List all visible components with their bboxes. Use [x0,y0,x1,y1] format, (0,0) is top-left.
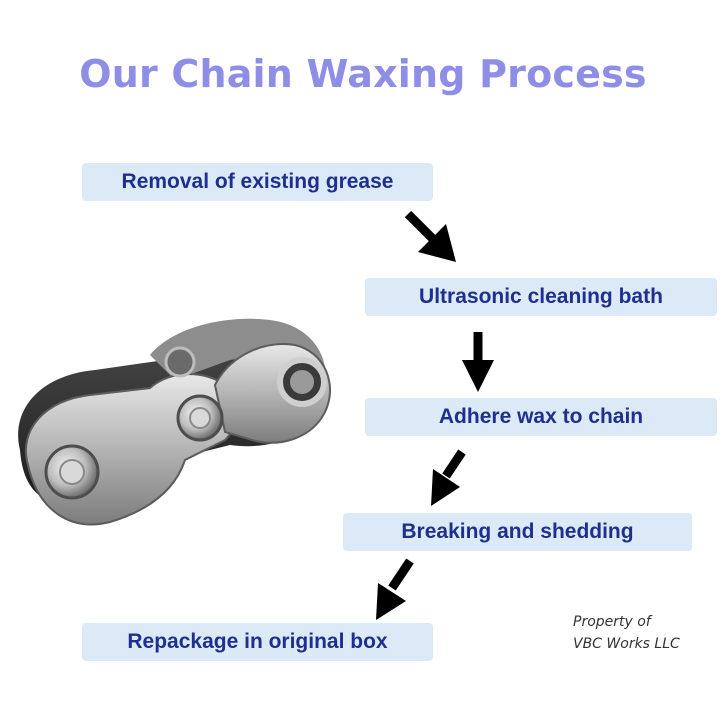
step-removal-of-grease: Removal of existing grease [82,163,433,201]
step-label: Breaking and shedding [401,520,634,543]
credit-line-2: VBC Works LLC [573,636,680,652]
bicycle-chain-link-illustration [18,318,331,526]
step-repackage: Repackage in original box [82,623,433,661]
credit-line-1: Property of [573,614,651,630]
step-label: Removal of existing grease [121,170,394,193]
arrow-4-down-arrow-icon [376,558,414,620]
step-breaking-shedding: Breaking and shedding [343,513,692,551]
ownership-credit: Property of VBC Works LLC [573,611,680,655]
diagram-title: Our Chain Waxing Process [79,52,647,96]
arrow-1-down-arrow-icon [404,210,456,262]
arrow-3-down-arrow-icon [431,449,466,506]
step-label: Repackage in original box [127,630,388,653]
step-label: Adhere wax to chain [438,405,644,428]
arrow-2-down-arrow-icon [462,332,494,392]
step-adhere-wax: Adhere wax to chain [365,398,717,436]
step-label: Ultrasonic cleaning bath [419,285,663,308]
step-ultrasonic-bath: Ultrasonic cleaning bath [365,278,717,316]
